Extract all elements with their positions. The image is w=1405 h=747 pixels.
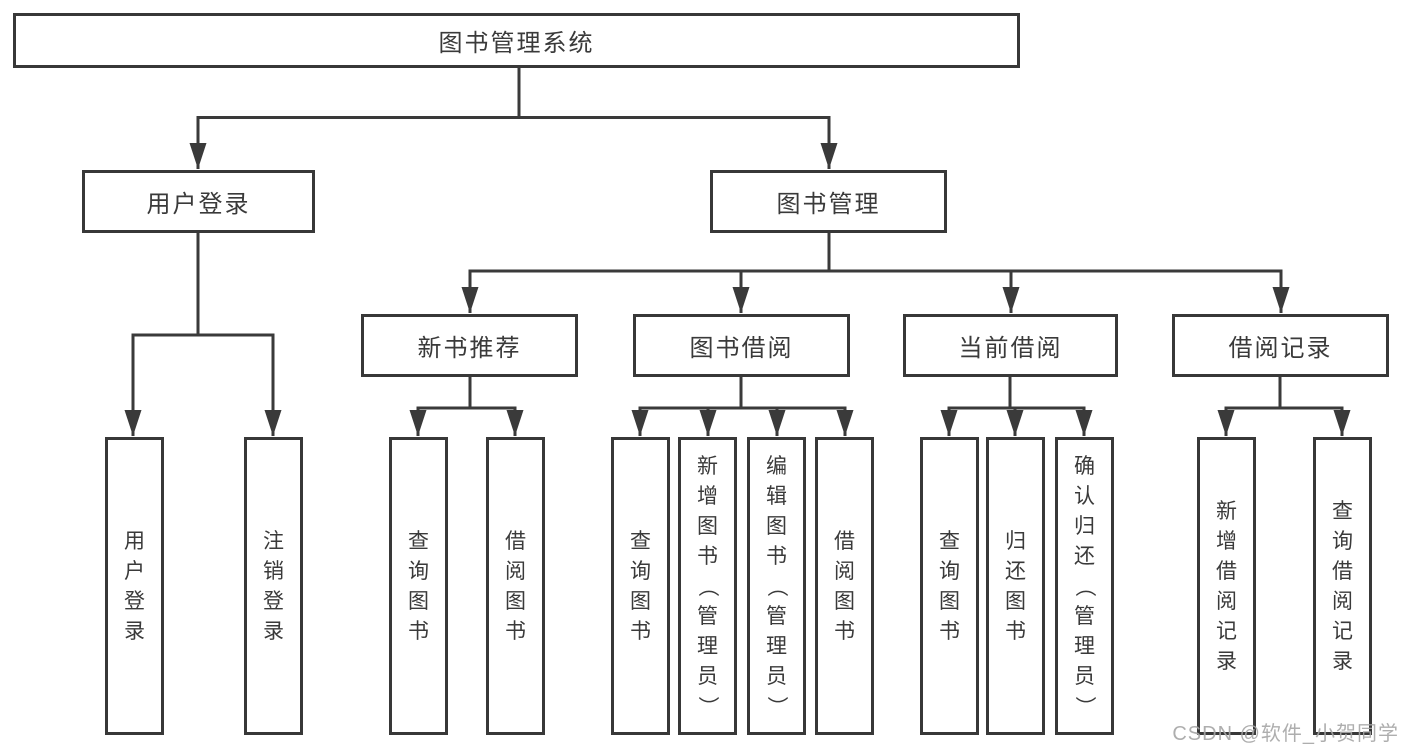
node-user-login: 用户登录	[82, 170, 315, 233]
leaf-current-query-books: 查询图书	[920, 437, 979, 735]
leaf-current-return-books: 归还图书	[986, 437, 1045, 735]
leaf-borrowing-query-books: 查询图书	[611, 437, 670, 735]
leaf-user-login: 用户登录	[105, 437, 164, 735]
leaf-recommend-borrow-books: 借阅图书	[486, 437, 545, 735]
node-root-system: 图书管理系统	[13, 13, 1020, 68]
node-current-borrowing: 当前借阅	[903, 314, 1118, 377]
leaf-recommend-query-books: 查询图书	[389, 437, 448, 735]
leaf-borrowing-add-books-admin: 新增图书（管理员）	[678, 437, 737, 735]
leaf-borrowing-borrow-books: 借阅图书	[815, 437, 874, 735]
node-borrow-records: 借阅记录	[1172, 314, 1389, 377]
leaf-records-query-record: 查询借阅记录	[1313, 437, 1372, 735]
leaf-current-confirm-return-admin: 确认归还（管理员）	[1055, 437, 1114, 735]
leaf-borrowing-edit-books-admin: 编辑图书（管理员）	[747, 437, 806, 735]
node-book-management: 图书管理	[710, 170, 947, 233]
csdn-watermark: CSDN @软件_小贺同学	[1172, 723, 1399, 745]
node-book-borrowing: 图书借阅	[633, 314, 850, 377]
node-new-book-recommend: 新书推荐	[361, 314, 578, 377]
leaf-records-add-record: 新增借阅记录	[1197, 437, 1256, 735]
leaf-logout: 注销登录	[244, 437, 303, 735]
